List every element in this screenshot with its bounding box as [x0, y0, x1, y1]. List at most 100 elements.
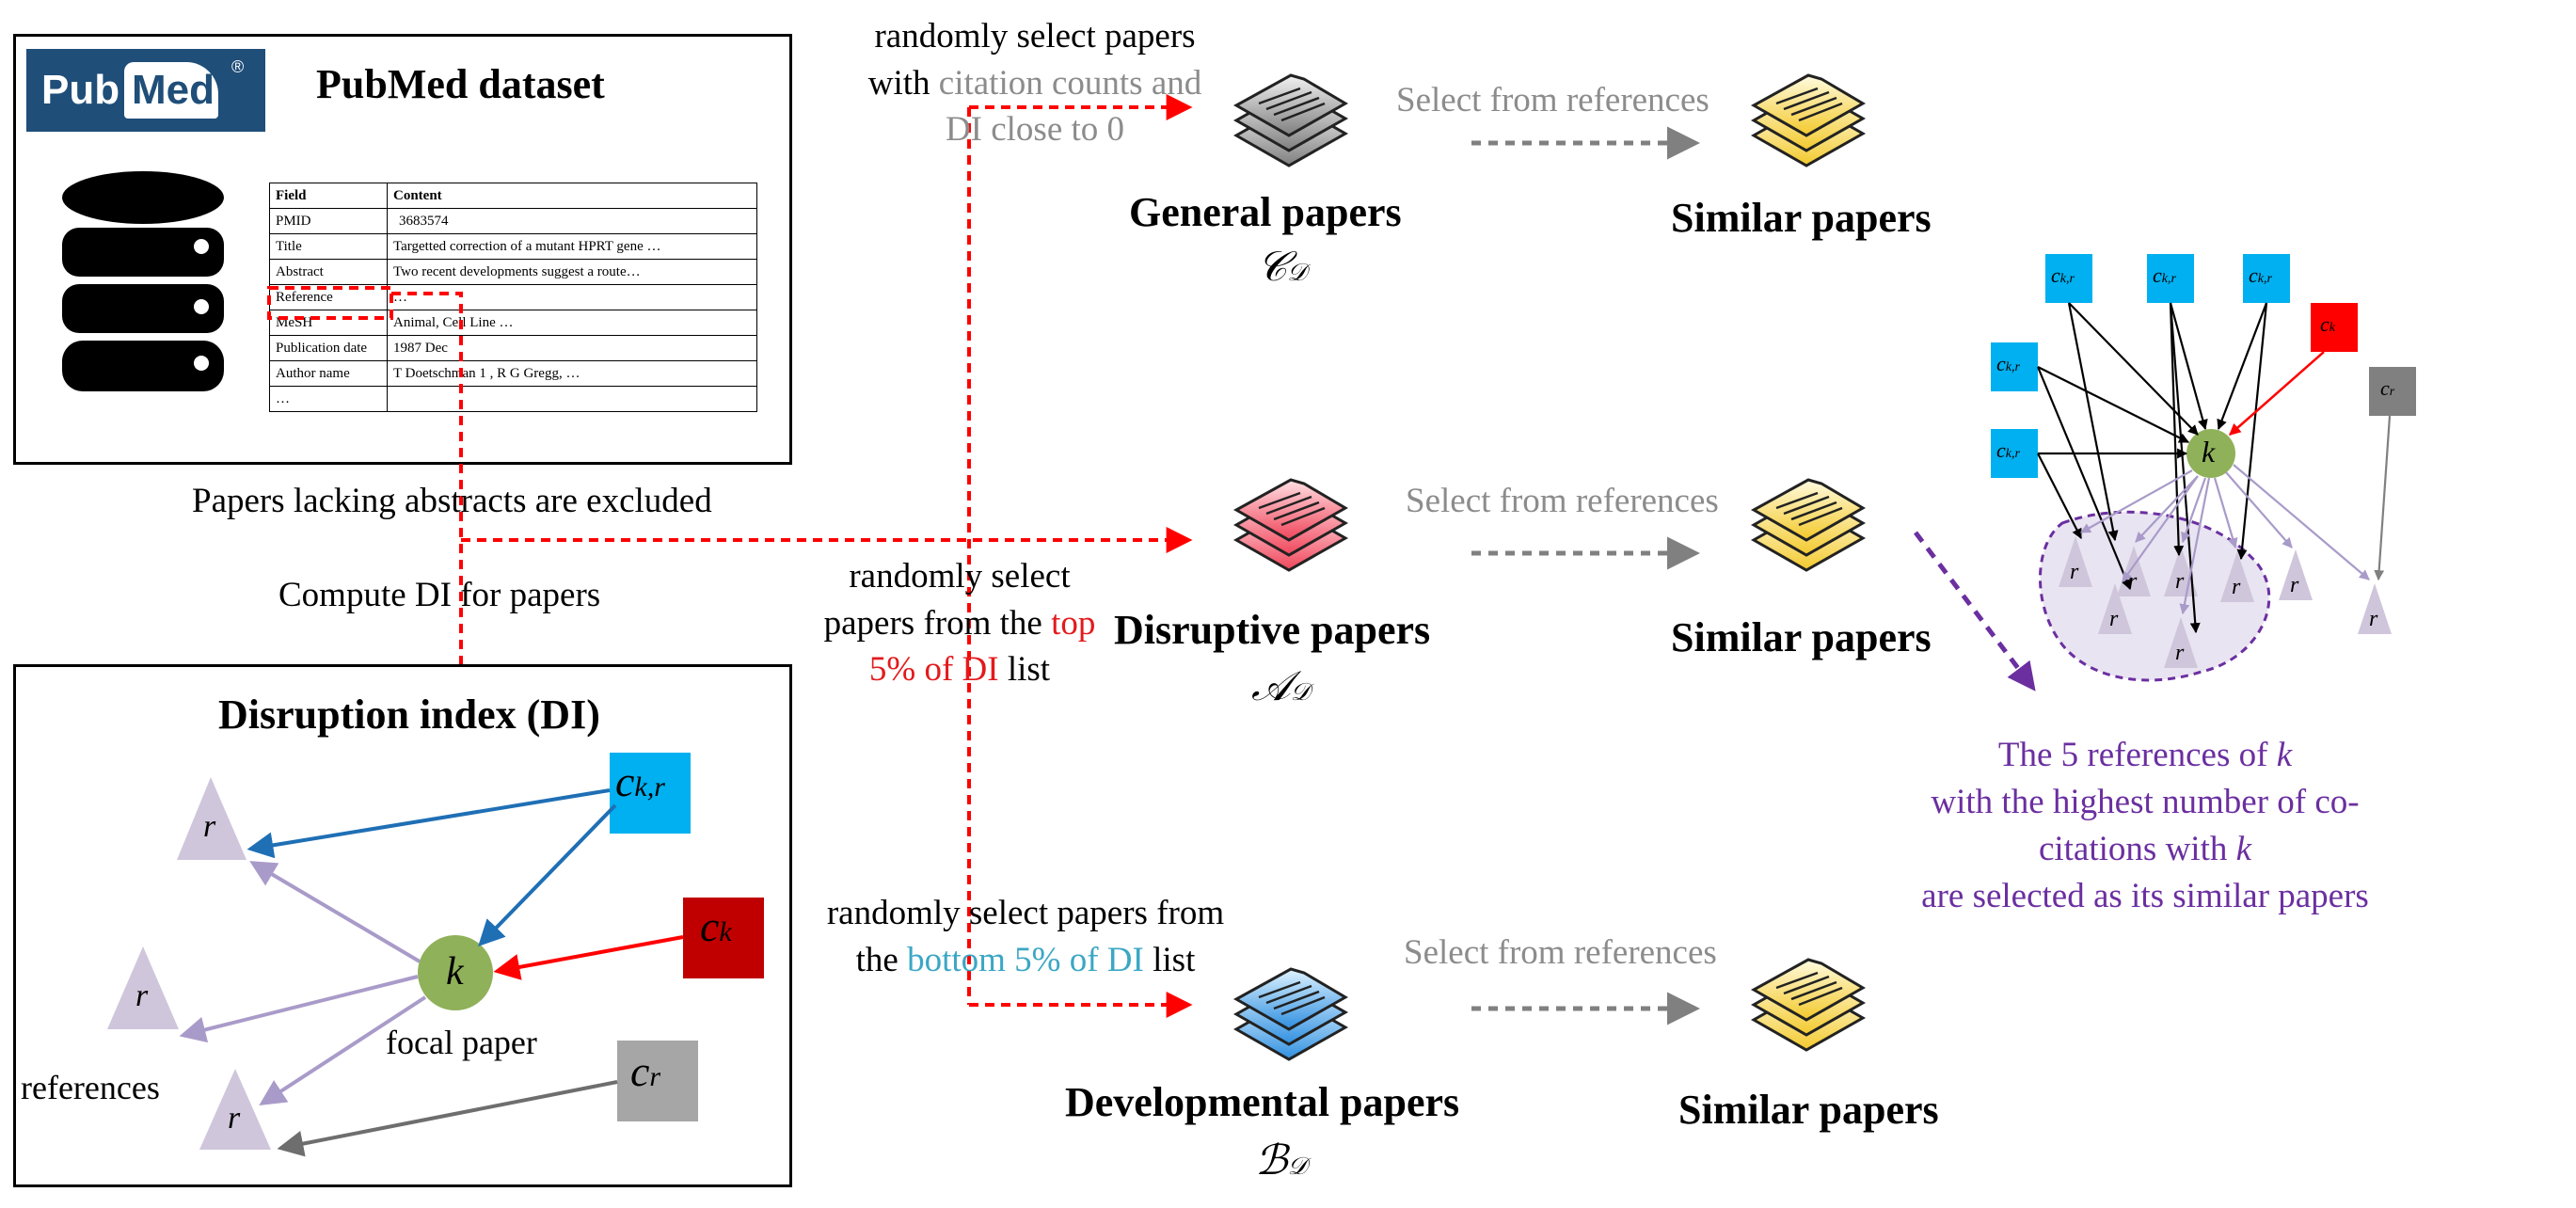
reference-highlight: [267, 286, 393, 320]
similar-papers-label-developmental: Similar papers: [1678, 1087, 1939, 1133]
disruptive-sel-line1: randomly select: [849, 557, 1071, 596]
similar-selection-caption: The 5 references of k with the highest n…: [1891, 732, 2399, 920]
table-header-row: Field Content: [269, 183, 757, 209]
net-r-label: r: [2070, 560, 2079, 584]
table-cell: Publication date: [269, 335, 388, 361]
di-reference-triangle: [199, 1069, 271, 1150]
net-focal-node: [2186, 429, 2235, 478]
net-r-label: r: [2369, 607, 2378, 631]
table-cell: 3683574: [387, 208, 757, 234]
pubmed-record-table: Field Content PMID 3683574 Title Targett…: [269, 183, 757, 412]
di-cr-box: [617, 1041, 698, 1121]
similar-cluster-region: [2039, 510, 2271, 682]
di-cr-label: cr: [630, 1047, 661, 1095]
di-reference-triangle: [177, 777, 246, 860]
di-r-label: r: [203, 809, 216, 844]
net-r-label: r: [2232, 575, 2241, 599]
table-row: …: [269, 386, 757, 412]
general-sel-line3: DI close to 0: [945, 110, 1125, 150]
net-cr-label: cr: [2380, 376, 2395, 400]
select-from-refs-developmental: Select from references: [1404, 933, 1717, 972]
di-focal-paper-label: focal paper: [386, 1024, 537, 1061]
logo-registered: ®: [231, 57, 245, 76]
di-arrow-cr-to-r: [277, 1080, 618, 1157]
logo-med-badge: [124, 62, 218, 119]
di-ck-label: ck: [700, 902, 732, 950]
net-r-label: r: [2175, 569, 2185, 594]
table-row: PMID 3683574: [269, 208, 757, 234]
net-r-label: r: [2175, 641, 2185, 665]
table-cell: Animal, Cell Line …: [387, 310, 757, 336]
similar-pointer-arrow: [1914, 531, 2036, 691]
net-ckr-box: [2147, 254, 2194, 303]
pubmed-title: PubMed dataset: [316, 61, 605, 107]
pubmed-logo: Pub Med ®: [26, 49, 265, 132]
table-cell: Author name: [269, 360, 388, 387]
net-ckr-label: ck,r: [1996, 352, 2020, 375]
net-ckr-box: [2243, 254, 2290, 303]
net-r-label: r: [2128, 569, 2138, 594]
net-ck-box: [2311, 303, 2358, 352]
table-row: Publication date 1987 Dec: [269, 335, 757, 361]
net-ckr-box: [1991, 429, 2038, 478]
general-papers-symbol: 𝒞𝒟: [1257, 243, 1307, 291]
disruptive-papers-label: Disruptive papers: [1114, 607, 1431, 653]
net-ckr-label: ck,r: [1996, 438, 2020, 462]
di-arrow-k-to-r1: [249, 861, 421, 963]
di-arrow-k-to-r2: [179, 975, 419, 1043]
di-ckr-label: ck,r: [615, 757, 665, 805]
developmental-selection-text: randomly select papers from the bottom 5…: [781, 890, 1270, 983]
table-cell: Abstract: [269, 259, 388, 285]
general-papers-label: General papers: [1129, 189, 1402, 235]
caption-line2: with the highest number of co-: [1931, 782, 2360, 821]
table-cell: Title: [269, 233, 388, 260]
table-cell: Targetted correction of a mutant HPRT ge…: [387, 233, 757, 260]
net-reference-triangles: [2059, 536, 2392, 668]
di-box-title: Disruption index (DI): [218, 691, 600, 738]
similar-papers-label-disruptive: Similar papers: [1671, 614, 1932, 660]
caption-line4: are selected as its similar papers: [1921, 876, 2369, 915]
di-arrow-ckr-to-k: [478, 803, 617, 947]
net-ckr-box: [1991, 342, 2038, 391]
developmental-papers-label: Developmental papers: [1065, 1079, 1460, 1125]
developmental-papers-symbol: ℬ𝒟: [1255, 1136, 1308, 1184]
di-r-label: r: [228, 1101, 241, 1136]
net-ckr-label: ck,r: [2051, 263, 2075, 287]
table-row: MeSH Animal, Cell Line …: [269, 310, 757, 336]
net-ckr-box: [2045, 254, 2092, 303]
general-sel-line1: randomly select papers: [874, 17, 1196, 56]
net-ckr-label: ck,r: [2153, 263, 2176, 287]
compute-step-label: Compute DI for papers: [278, 576, 601, 614]
logo-pub: Pub: [41, 67, 120, 113]
select-from-refs-disruptive: Select from references: [1406, 482, 1719, 520]
disruptive-selection-text: randomly select papers from the top 5% o…: [771, 553, 1148, 693]
developmental-sel-line1: randomly select papers from: [826, 894, 1225, 932]
database-icon: [62, 171, 224, 391]
di-arrow-ckr-to-r: [246, 788, 611, 859]
table-row: Title Targetted correction of a mutant H…: [269, 233, 757, 260]
di-k-label: k: [446, 950, 464, 993]
di-ckr-box: [610, 753, 691, 834]
table-cell: Two recent developments suggest a route…: [387, 259, 757, 285]
table-cell: 1987 Dec: [387, 335, 757, 361]
general-sel-line2: with citation counts and: [867, 63, 1202, 103]
table-cell: PMID: [269, 208, 388, 234]
di-focal-paper-node: [418, 935, 493, 1010]
similar-papers-label-general: Similar papers: [1671, 195, 1932, 241]
table-cell: [387, 386, 757, 412]
di-diagram: [107, 753, 764, 1157]
select-from-refs-general: Select from references: [1396, 81, 1709, 119]
net-ckr-label: ck,r: [2249, 263, 2272, 287]
net-r-label: r: [2109, 607, 2119, 631]
net-ck-label: ck: [2320, 312, 2335, 336]
caption-line3: citations with k: [2038, 829, 2252, 868]
logo-med: Med: [132, 67, 215, 113]
developmental-sel-line2: the bottom 5% of DI list: [855, 940, 1196, 979]
di-reference-triangle: [107, 946, 179, 1029]
disruptive-sel-line3: 5% of DI list: [868, 650, 1051, 690]
net-cr-box: [2369, 367, 2416, 416]
caption-line1: The 5 references of k: [1997, 736, 2293, 774]
exclude-step-label: Papers lacking abstracts are excluded: [192, 482, 712, 520]
reference-highlight-link: [391, 292, 463, 668]
